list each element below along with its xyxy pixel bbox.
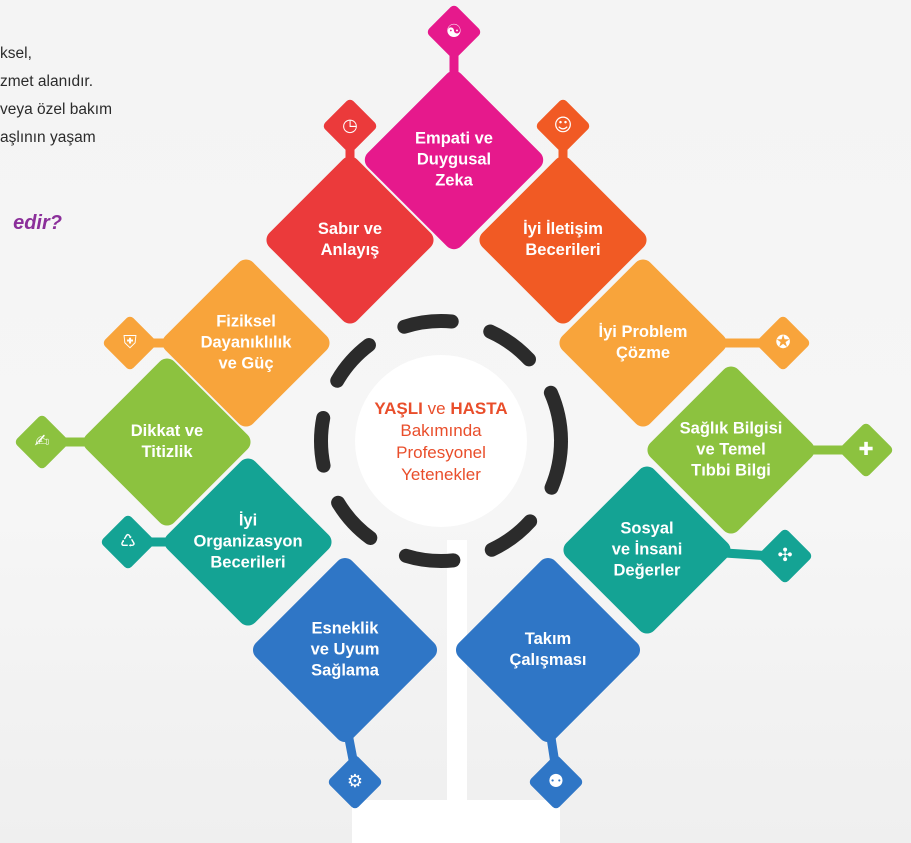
skill-diamond bbox=[455, 557, 641, 743]
head-speech-icon: ☺ bbox=[553, 115, 573, 136]
gear-check-icon: ⚙ bbox=[346, 771, 364, 792]
skill-diamond bbox=[364, 70, 544, 250]
skill-diamond bbox=[563, 466, 731, 634]
skill-diamond bbox=[266, 156, 434, 324]
intro-line: ksel, bbox=[0, 45, 32, 62]
skill-diamond bbox=[479, 156, 647, 324]
icon-diamond bbox=[758, 529, 812, 583]
medical-book-icon: ✚ bbox=[858, 439, 874, 460]
skill-diamond bbox=[164, 458, 332, 626]
clipboard-cycle-icon: ♺ bbox=[119, 531, 137, 552]
intro-text: ksel, zmet alanıdır. veya özel bakım aşl… bbox=[0, 40, 220, 152]
center-title: YAŞLI ve HASTA Bakımında Profesyonel Yet… bbox=[374, 399, 508, 484]
section-question: edir? bbox=[13, 212, 62, 234]
tree-trunk bbox=[447, 540, 467, 843]
center-dashed-ring bbox=[314, 314, 568, 568]
intro-line: aşlının yaşam bbox=[0, 129, 96, 146]
shield-arm-icon: ⛨ bbox=[123, 332, 137, 353]
skill-diamond bbox=[162, 259, 330, 427]
icon-diamond bbox=[328, 755, 382, 809]
skill-diamond bbox=[252, 557, 438, 743]
icon-diamond bbox=[103, 316, 157, 370]
skill-diamond bbox=[559, 259, 727, 427]
skill-diamond bbox=[647, 366, 815, 534]
network-people-icon: ✣ bbox=[777, 545, 793, 566]
tree-base bbox=[352, 800, 560, 843]
icon-diamond bbox=[15, 415, 69, 469]
icon-diamond bbox=[101, 515, 155, 569]
skill-diamond bbox=[83, 358, 251, 526]
intro-line: zmet alanıdır. bbox=[0, 73, 94, 90]
clock-calendar-icon: ◷ bbox=[342, 115, 358, 136]
center-circle bbox=[355, 355, 527, 527]
icon-diamond bbox=[536, 99, 590, 153]
icon-diamond bbox=[839, 423, 893, 477]
team-gear-icon: ⚉ bbox=[547, 771, 565, 792]
icon-diamond bbox=[427, 5, 481, 59]
hand-pencil-icon: ✍ bbox=[34, 431, 50, 452]
icon-diamond bbox=[323, 99, 377, 153]
lightbulb-search-icon: ✪ bbox=[775, 332, 791, 353]
brain-heart-icon: ☯ bbox=[445, 21, 463, 42]
icon-diamond bbox=[529, 755, 583, 809]
icon-diamond bbox=[756, 316, 810, 370]
intro-line: veya özel bakım bbox=[0, 101, 112, 118]
